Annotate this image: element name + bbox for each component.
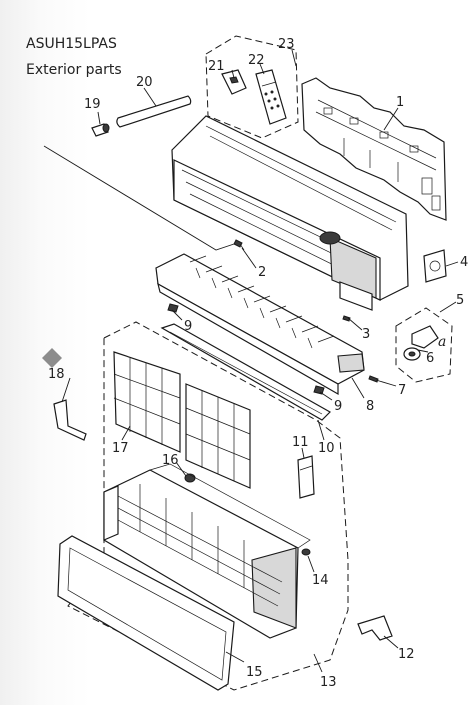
callout-14: 14 bbox=[312, 573, 329, 588]
callout-15: 15 bbox=[246, 665, 263, 680]
part-20-drain-pipe bbox=[116, 95, 192, 128]
callout-6: 6 bbox=[426, 351, 434, 366]
model-number: ASUH15LPAS bbox=[26, 36, 117, 52]
main-chassis bbox=[171, 115, 409, 311]
part-9-clip-b bbox=[313, 385, 325, 395]
callout-22: 22 bbox=[248, 53, 265, 68]
part-1-mounting-plate bbox=[301, 77, 447, 221]
callout-3: 3 bbox=[362, 327, 370, 342]
part-22-remote-control bbox=[255, 69, 287, 125]
callout-2: 2 bbox=[258, 265, 266, 280]
part-8-drain-pan bbox=[155, 253, 365, 396]
part-21-remote-holder bbox=[221, 69, 247, 95]
callout-16: 16 bbox=[162, 453, 179, 468]
callout-1: 1 bbox=[396, 95, 404, 110]
part-12-bracket bbox=[357, 615, 393, 641]
sensor-group-outline bbox=[395, 307, 453, 383]
callout-12: 12 bbox=[398, 647, 415, 662]
callout-7: 7 bbox=[398, 383, 406, 398]
part-10-louver-blade bbox=[160, 323, 331, 421]
part-17-air-filter-right bbox=[185, 383, 251, 489]
remote-group-outline bbox=[205, 35, 299, 139]
leader-lines bbox=[43, 49, 459, 673]
callout-17: 17 bbox=[112, 441, 129, 456]
part-17-air-filter-left bbox=[113, 351, 181, 453]
callout-9-upper: 9 bbox=[184, 319, 192, 334]
part-9-clip-a bbox=[167, 303, 179, 313]
callout-13: 13 bbox=[320, 675, 337, 690]
part-11-control-box bbox=[297, 455, 315, 499]
part-3-screw bbox=[342, 315, 351, 322]
callout-19: 19 bbox=[84, 97, 101, 112]
front-panel-group-outline bbox=[67, 321, 349, 691]
callout-20: 20 bbox=[136, 75, 153, 90]
section-title: Exterior parts bbox=[26, 62, 122, 78]
callout-21: 21 bbox=[208, 59, 225, 74]
part-7-screw bbox=[368, 375, 379, 383]
callout-5: 5 bbox=[456, 293, 464, 308]
front-grille bbox=[103, 463, 311, 639]
callout-18: 18 bbox=[48, 367, 65, 382]
diamond-arrow-icon[interactable] bbox=[42, 348, 62, 368]
callout-labels: 23 21 22 1 20 19 2 4 5 a 6 3 9 7 8 9 10 … bbox=[48, 37, 468, 690]
part-18-bracket bbox=[53, 399, 87, 441]
part-2-screw bbox=[233, 239, 245, 251]
part-19-drain-cap bbox=[91, 123, 110, 137]
part-14-screw bbox=[301, 548, 311, 556]
callout-a: a bbox=[438, 334, 446, 350]
callout-4: 4 bbox=[460, 255, 468, 270]
callout-11: 11 bbox=[292, 435, 309, 450]
part-15-front-panel bbox=[57, 535, 235, 691]
callout-23: 23 bbox=[278, 37, 295, 52]
callout-9-lower: 9 bbox=[334, 399, 342, 414]
part-4-cover bbox=[423, 249, 447, 283]
callout-8: 8 bbox=[366, 399, 374, 414]
callout-10: 10 bbox=[318, 441, 335, 456]
